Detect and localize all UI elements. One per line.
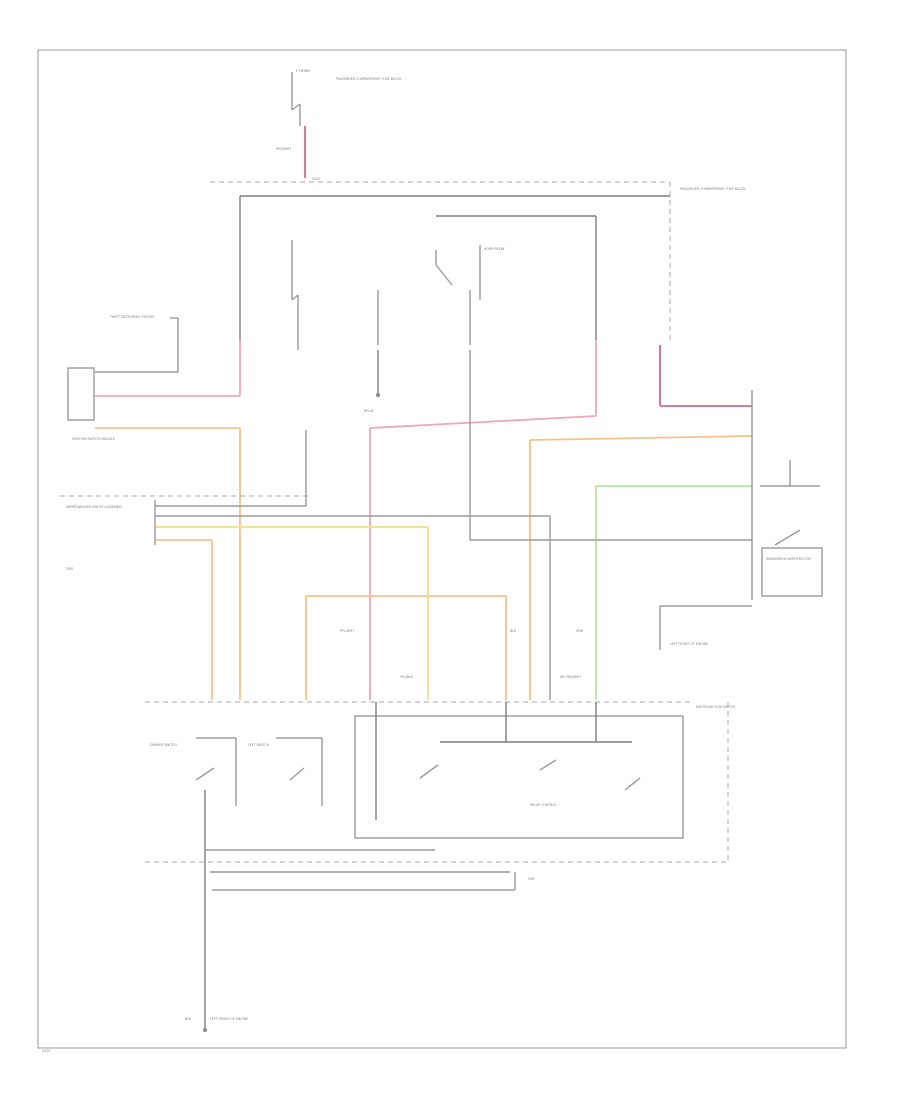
wire-label-yel: YEL/BLK <box>400 675 414 679</box>
left-box-group: THEFT DETERRENT SYSTEM IGNITION SWITCH M… <box>67 315 179 441</box>
diagram-frame <box>37 49 847 1049</box>
dimmer-switch-label: DIMMER SWITCH <box>150 743 177 747</box>
wire-label-dkgrn: DK GRN/WHT <box>560 675 581 679</box>
ground-label-right: LEFT FRONT OF ENGINE <box>670 642 708 646</box>
ground-bottom: LEFT FRONT OF ENGINE BLK <box>185 1017 248 1032</box>
center-note: HORN RELAY <box>484 247 505 251</box>
lower-switch-box: RELAY CONTROL <box>354 702 684 839</box>
wiper-box-label: WIPER/WASHER SWITCH ASSEMBLY <box>66 505 122 509</box>
page-ref: G101 <box>42 1049 51 1053</box>
top-fuse-note: PASSENGER COMPARTMENT FUSE BLOCK <box>336 77 402 81</box>
bottom-right-note: MULTIFUNCTION SWITCH <box>696 705 736 709</box>
wire-label-blk-bottom: BLK <box>185 1017 192 1021</box>
ground-label: LEFT FRONT OF ENGINE <box>210 1017 248 1021</box>
wire-label-gry: GRY <box>528 877 534 881</box>
wire-label-red: RED/WHT <box>276 147 291 151</box>
wire-label-grn: GRN <box>576 629 584 633</box>
right-bottom-note: WINDSHIELD WIPER MOTOR <box>766 557 812 561</box>
relay-control-label: RELAY CONTROL <box>530 803 557 807</box>
wire-label-org: ORG <box>66 567 74 571</box>
switch-row: HORN RELAY <box>291 240 505 350</box>
top-fuse-group: F HORN PASSENGER COMPARTMENT FUSE BLOCK … <box>276 69 402 181</box>
left-box-label: THEFT DETERRENT SYSTEM <box>109 315 154 319</box>
right-component: WINDSHIELD WIPER MOTOR LEFT FRONT OF ENG… <box>659 390 823 650</box>
left-connector: WIPER/WASHER SWITCH ASSEMBLY ORG <box>66 500 156 571</box>
wire-label-ppl: PPL/WHT <box>340 629 354 633</box>
center-relay-label: RELAY <box>364 409 374 413</box>
right-top-note: PASSENGER COMPARTMENT FUSE BLOCK <box>680 187 746 191</box>
left-switch-label: LEFT SWITCH <box>248 743 270 747</box>
top-fuse-label: F HORN <box>296 69 310 73</box>
left-lower-switches: DIMMER SWITCH LEFT SWITCH <box>150 737 323 1030</box>
left-module-label: IGNITION SWITCH MODULE <box>72 437 115 441</box>
splice-top-label: S105 <box>312 177 320 181</box>
center-relay: RELAY <box>364 350 380 413</box>
wire-label-blk: BLK <box>510 629 517 633</box>
